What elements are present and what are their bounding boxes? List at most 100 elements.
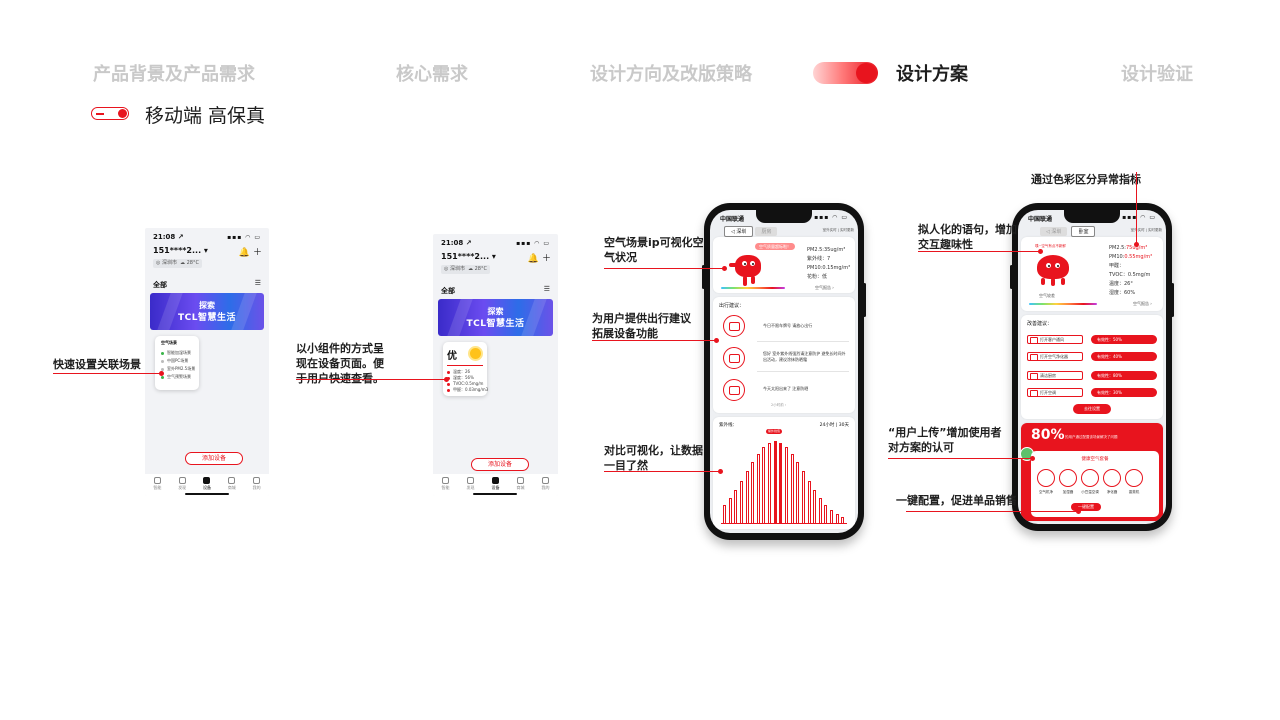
- tab-devices[interactable]: 设备: [488, 477, 504, 496]
- card-footer[interactable]: 2小时前 ›: [771, 403, 787, 407]
- scene-row[interactable]: 空气预警场景: [161, 374, 191, 380]
- annotation-dot: [714, 338, 719, 343]
- account-selector[interactable]: 151****2... ▾: [153, 246, 208, 255]
- tab-smart[interactable]: 智能: [438, 477, 454, 496]
- air-quality-widget[interactable]: 优 温度：26 湿度：56% TVOC:0.5mg/m 甲醛：0.03mg/m3: [443, 342, 488, 396]
- nav-item-validation[interactable]: 设计验证: [1121, 64, 1193, 85]
- tab-me[interactable]: 我的: [249, 477, 265, 496]
- header-actions-icon[interactable]: 🔔 ＋: [527, 254, 551, 264]
- uv-bar: [756, 453, 760, 523]
- nav-item-design-plan[interactable]: 设计方案: [896, 64, 968, 85]
- go-settings-button[interactable]: 去往设置: [1073, 404, 1111, 414]
- scene-row[interactable]: 智能加湿场景: [161, 350, 191, 356]
- promo-banner[interactable]: 探索 TCL智慧生活: [438, 299, 553, 336]
- uv-bar: [830, 510, 834, 523]
- top-right-label: 室外实时 | 实时更新: [822, 228, 854, 232]
- sun-icon: [723, 379, 745, 401]
- annotation-widget: 以小组件的方式呈现在设备页面。便于用户快速查看。: [296, 342, 384, 385]
- room-tab[interactable]: ◁ 深圳: [1040, 227, 1068, 236]
- device-icon[interactable]: [1125, 469, 1143, 487]
- device-icon[interactable]: [1103, 469, 1121, 487]
- device-icon[interactable]: [1037, 469, 1055, 487]
- reading-row: 温度：26: [447, 369, 470, 375]
- room-tabs[interactable]: ◁ 深圳卧室: [1040, 226, 1096, 237]
- carrier-label: 中国联通: [1028, 216, 1053, 223]
- annotation-line: [888, 458, 1032, 459]
- room-tab-active[interactable]: ◁ 深圳: [724, 226, 754, 237]
- reading-pm25: PM2.5:35ug/m³: [807, 247, 846, 253]
- menu-icon[interactable]: ☰: [543, 285, 550, 293]
- uv-bar: [739, 480, 743, 523]
- add-device-button[interactable]: 添加设备: [471, 458, 529, 471]
- uv-bar: [768, 442, 772, 523]
- quality-scale: [721, 287, 785, 289]
- one-click-config-button[interactable]: 一键配置: [1071, 503, 1101, 511]
- advice-label: 清洁厨房: [1027, 371, 1083, 380]
- advice-row[interactable]: 清洁厨房 有效性：80%: [1027, 371, 1157, 380]
- chart-title: 紫外线：: [719, 423, 737, 428]
- add-device-button[interactable]: 添加设备: [185, 452, 243, 465]
- scene-row[interactable]: 室外PM2.5场景: [161, 366, 195, 372]
- tab-me[interactable]: 我的: [538, 477, 554, 496]
- travel-advice-card: 出行建议： 今日不限车牌号 请放心出行 您好 室外紫外线强烈请注意防护 避免长时…: [713, 297, 855, 413]
- tab-smart[interactable]: 智能: [149, 477, 165, 496]
- tab-discover[interactable]: 发现: [463, 477, 479, 496]
- tab-mall[interactable]: 商城: [513, 477, 529, 496]
- home-indicator: [473, 493, 517, 495]
- scene-row[interactable]: 中国PC场景: [161, 358, 188, 364]
- room-tabs[interactable]: ◁ 深圳厨房: [724, 226, 778, 237]
- device-icon[interactable]: [1059, 469, 1077, 487]
- tab-mall[interactable]: 商城: [224, 477, 240, 496]
- air-report-link[interactable]: 空气报告 ›: [815, 285, 834, 290]
- annotation-dot: [1030, 456, 1035, 461]
- account-selector[interactable]: 151****2... ▾: [441, 252, 496, 261]
- device-icon[interactable]: [1081, 469, 1099, 487]
- reading-formaldehyde: 甲醛：: [1109, 263, 1125, 269]
- promo-banner[interactable]: 探索 TCL智慧生活: [150, 293, 264, 330]
- header-actions-icon[interactable]: 🔔 ＋: [238, 248, 262, 258]
- annotation-dot: [1038, 249, 1043, 254]
- phone-screen: 中国联通 ▪▪▪ ◠ ▭ ◁ 深圳卧室 室外实时 | 实时更新 咦~空气有点不新…: [1018, 210, 1166, 524]
- reading-pollen: 花粉：低: [807, 274, 828, 280]
- room-tab[interactable]: 厨房: [755, 227, 778, 236]
- advice-row[interactable]: 打开空气净化器 有效性：40%: [1027, 352, 1157, 361]
- chart-baseline: [721, 523, 847, 524]
- annotation-travel: 为用户提供出行建议拓展设备功能: [592, 312, 691, 340]
- notch: [756, 210, 812, 223]
- nav-item-core-needs[interactable]: 核心需求: [396, 64, 468, 85]
- air-report-link[interactable]: 空气报告 ›: [1133, 301, 1152, 306]
- phone-air-scene-detail: 中国联通 ▪▪▪ ◠ ▭ ◁ 深圳厨房 室外实时 | 实时更新 空气质量超标啦！…: [702, 203, 866, 540]
- uv-bar-chart: [723, 435, 847, 523]
- air-mascot-card: 空气质量超标啦！ PM2.5:35ug/m³ 紫外线：7 PM10:0.15mg…: [713, 237, 855, 293]
- nav-active-indicator: [813, 62, 878, 84]
- uv-bar: [835, 514, 839, 523]
- nav-item-strategy[interactable]: 设计方向及改版策略: [590, 64, 752, 85]
- signal-icon: ▪▪▪ ◠ ▭: [227, 234, 261, 241]
- side-button: [702, 265, 705, 289]
- annotation-compare: 对比可视化，让数据一目了然: [604, 444, 703, 472]
- advice-row[interactable]: 打开客户通风 有效性：50%: [1027, 335, 1157, 344]
- air-scene-widget[interactable]: 空气场景 智能加湿场景 中国PC场景 室外PM2.5场景 空气预警场景: [155, 336, 199, 390]
- uv-bar: [734, 489, 738, 523]
- status-time: 21:08 ↗: [153, 233, 184, 241]
- chart-range-toggle[interactable]: 24小时 | 30天: [819, 423, 849, 428]
- tab-devices[interactable]: 设备: [199, 477, 215, 496]
- uv-bar: [728, 497, 732, 523]
- annotation-line: [1136, 172, 1137, 244]
- room-tab-active[interactable]: 卧室: [1071, 226, 1096, 237]
- uv-bar: [723, 504, 726, 523]
- uv-bar: [762, 446, 766, 523]
- location-chip: ◎ 深圳市: [441, 265, 468, 274]
- car-icon: [723, 315, 745, 337]
- annotation-color-alert: 通过色彩区分异常指标: [1031, 173, 1141, 186]
- nav-item-background[interactable]: 产品背景及产品需求: [93, 64, 255, 85]
- menu-icon[interactable]: ☰: [254, 279, 261, 287]
- uv-bar: [745, 471, 749, 523]
- mascot-icon: [729, 249, 769, 289]
- tab-discover[interactable]: 发现: [174, 477, 190, 496]
- advice-row[interactable]: 打开空调 有效性：30%: [1027, 388, 1157, 397]
- mascot-tag: 空气质量超标啦！: [755, 243, 795, 250]
- sun-icon: [470, 348, 481, 359]
- banner-line2: TCL智慧生活: [178, 313, 236, 323]
- annotation-user-upload: “用户上传”增加使用者对方案的认可: [888, 426, 1002, 454]
